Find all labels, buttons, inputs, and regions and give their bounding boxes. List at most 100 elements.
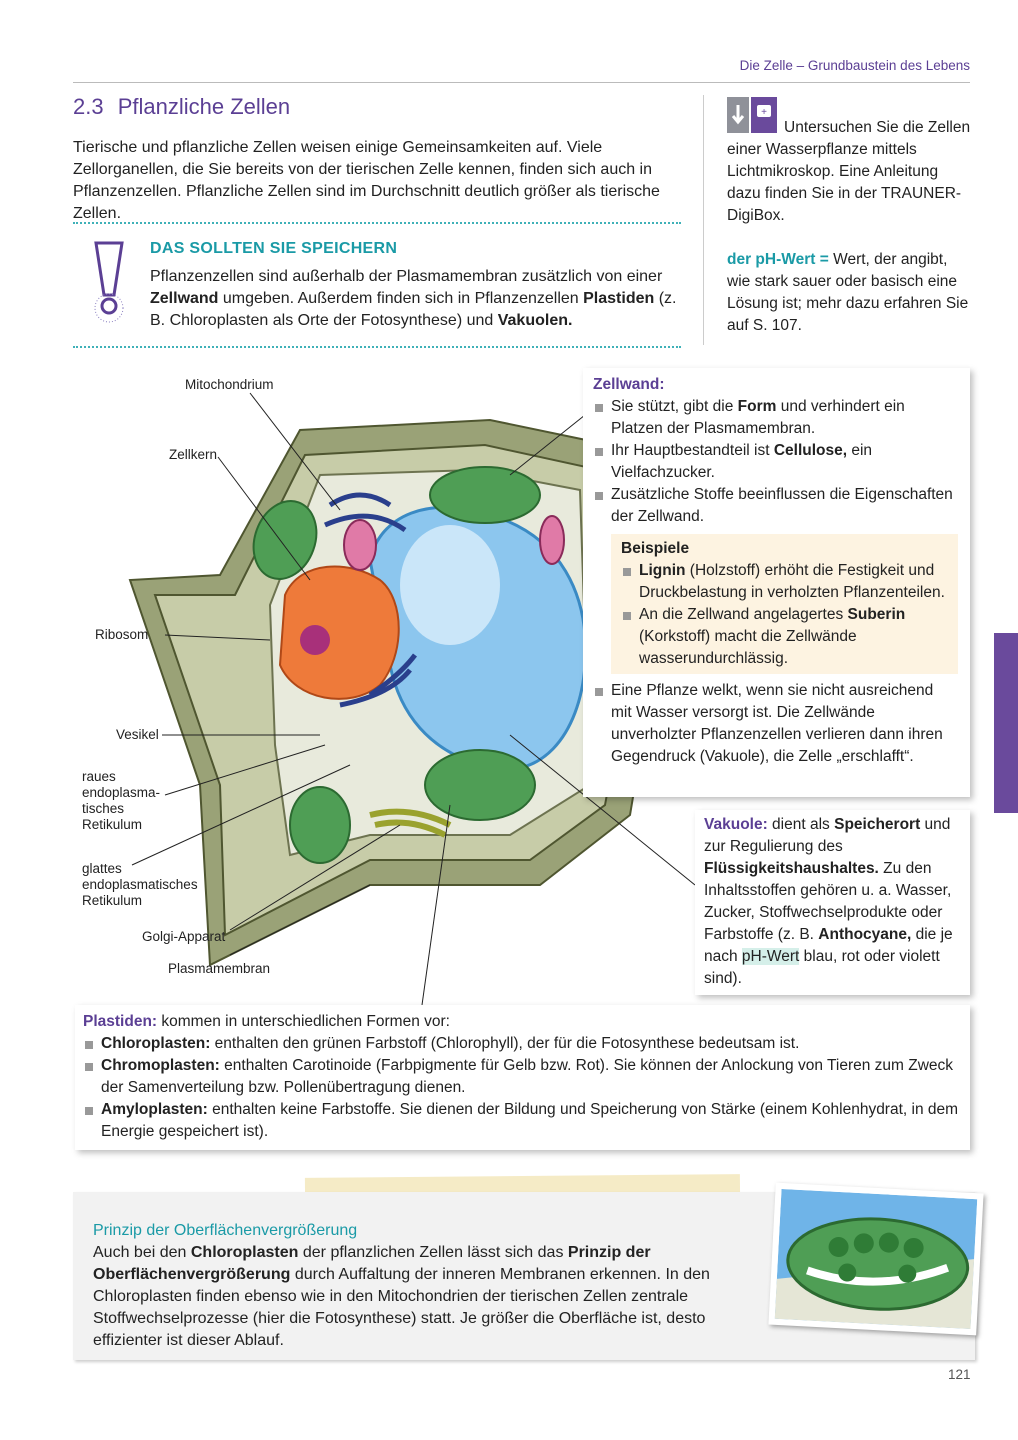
text-segment: Pflanzenzellen sind außerhalb der Plasma… (150, 268, 663, 285)
zellwand-list-last: Eine Pflanze welkt, wenn sie nicht ausre… (593, 680, 958, 768)
golgi-apparatus (369, 808, 452, 838)
label-plasmamembran: Plasmamembran (168, 961, 271, 976)
list-item: Zusätzliche Stoffe beeinflussen die Eige… (593, 484, 958, 528)
principle-title: Prinzip der Oberflächenvergrößerung (93, 1222, 358, 1239)
bold-term: Suberin (847, 606, 906, 623)
column-divider (703, 95, 704, 345)
sidebar-definition: der pH-Wert = Wert, der angibt, wie star… (727, 249, 972, 337)
intro-paragraph: Tierische und pflanzliche Zellen weisen … (73, 137, 683, 225)
bold-term: Prinzip der Oberflächenvergrößerung (93, 1244, 651, 1283)
text-segment: durch Auffaltung der inneren Membranen e… (93, 1266, 710, 1349)
text-segment: (z. B. Chloroplasten als Orte der Fotosy… (150, 290, 677, 329)
zellwand-title: Zellwand: (593, 376, 665, 393)
mitochondrion (343, 519, 377, 571)
bold-term: Speicherort (834, 816, 921, 833)
label-vesikel: Vesikel (116, 727, 159, 742)
chloroplasts (252, 466, 541, 864)
section-title-text: Pflanzliche Zellen (117, 94, 291, 119)
text-segment: Sie stützt, gibt die (611, 398, 738, 415)
text-segment: enthalten Carotinoide (Farbpigmente für … (101, 1057, 954, 1096)
vakuole-box: Vakuole: dient als Speicherort und zur R… (695, 810, 970, 995)
text-segment: der pflanzlichen Zellen lässt sich das (298, 1244, 568, 1261)
label-lines (131, 392, 696, 1005)
examples-list: Lignin (Holzstoff) erhöht die Festigkeit… (621, 560, 950, 670)
text-segment: An die Zellwand angelagertes (639, 606, 848, 623)
chapter-tab (994, 633, 1018, 813)
mitochondrion (539, 515, 565, 565)
bold-term: Plastiden (583, 290, 655, 307)
text-segment: (Korkstoff) macht die Zellwände wasserun… (639, 628, 857, 667)
text-segment: (Holzstoff) erhöht die Festigkeit und Dr… (639, 562, 945, 601)
section-number: 2.3 (73, 94, 104, 119)
examples-box: Beispiele Lignin (Holzstoff) erhöht die … (611, 534, 958, 674)
page-number: 121 (948, 1367, 971, 1382)
definition-term: der pH-Wert = (727, 251, 829, 268)
bold-term: Form (737, 398, 777, 415)
label-glattes-er: glattes endoplasmatisches Retikulum (82, 861, 198, 908)
digibox-icon: + (727, 97, 777, 133)
exclamation-icon (88, 240, 128, 325)
zellwand-box: Zellwand: Sie stützt, gibt die Form und … (583, 368, 970, 797)
chloroplast-photo (768, 1182, 984, 1336)
zellwand-list: Sie stützt, gibt die Form und verhindert… (593, 396, 958, 528)
plastiden-box: Plastiden: kommen in unterschiedlichen F… (75, 1005, 970, 1150)
text-segment: blau, rot oder violett sind). (704, 948, 940, 987)
list-item: Chloroplasten: enthalten den grünen Farb… (83, 1033, 960, 1055)
bold-term: Zellwand (150, 290, 219, 307)
bold-term: Flüssigkeitshaushaltes. (704, 860, 879, 877)
text-segment: Zusätzliche Stoffe beeinflussen die Eige… (611, 486, 953, 525)
highlighted-term: pH-Wert (741, 948, 800, 965)
nucleus (278, 565, 400, 700)
examples-title: Beispiele (621, 540, 690, 557)
text-segment: Eine Pflanze welkt, wenn sie nicht ausre… (611, 682, 943, 765)
list-item: Chromoplasten: enthalten Carotinoide (Fa… (83, 1055, 960, 1099)
principle-text: Auch bei den Chloroplasten der pflanzlic… (93, 1242, 748, 1352)
bold-term: Lignin (639, 562, 686, 579)
bold-term: Amyloplasten: (101, 1101, 208, 1118)
plastiden-intro: kommen in unterschiedlichen Formen vor: (157, 1013, 450, 1030)
list-item: Amyloplasten: enthalten keine Farbstoffe… (83, 1099, 960, 1143)
memo-text: Pflanzenzellen sind außerhalb der Plasma… (150, 266, 680, 332)
text-segment: Zu den Inhaltsstoffen gehören u. a. Wass… (704, 860, 952, 943)
header-rule (73, 82, 970, 83)
divider (73, 222, 681, 224)
memo-heading: DAS SOLLTEN SIE SPEICHERN (150, 240, 398, 257)
list-item: Ihr Hauptbestandteil ist Cellulose, ein … (593, 440, 958, 484)
running-title: Die Zelle – Grundbaustein des Lebens (739, 58, 970, 73)
text-segment: und verhindert ein Platzen der Plasmamem… (611, 398, 905, 437)
text-segment: umgeben. Außerdem finden sich in Pflanze… (218, 290, 584, 307)
list-item: Lignin (Holzstoff) erhöht die Festigkeit… (621, 560, 950, 604)
section-title: 2.3 Pflanzliche Zellen (73, 94, 290, 120)
vakuole-title: Vakuole: (704, 816, 768, 833)
label-golgi: Golgi-Apparat (142, 929, 226, 944)
label-mitochondrium: Mitochondrium (185, 377, 274, 392)
bold-term: Chloroplasten (190, 1244, 299, 1261)
bold-term: Chloroplasten: (101, 1035, 211, 1052)
definition-text: Wert, der angibt, wie stark sauer oder b… (727, 251, 969, 334)
plastiden-title: Plastiden: (83, 1013, 158, 1030)
bold-term: Vakuolen. (497, 312, 573, 329)
text-segment: dient als (767, 816, 835, 833)
text-segment: und zur Regulierung des (704, 816, 951, 855)
plastiden-list: Chloroplasten: enthalten den grünen Farb… (83, 1033, 960, 1143)
list-item: Sie stützt, gibt die Form und verhindert… (593, 396, 958, 440)
vakuole-text: Vakuole: dient als Speicherort und zur R… (704, 814, 962, 990)
text-segment: ein Vielfachzucker. (611, 442, 873, 481)
nucleolus (300, 625, 330, 655)
list-item: An die Zellwand angelagertes Suberin (Ko… (621, 604, 950, 670)
divider (73, 346, 681, 348)
label-raues-er: raues endoplasma-tisches Retikulum (82, 769, 161, 832)
label-zellkern: Zellkern (169, 447, 218, 462)
sidebar-task: Untersuchen Sie die Zellen einer Wasserp… (727, 117, 972, 227)
bold-term: Chromoplasten: (101, 1057, 220, 1074)
vakuole-description: dient als Speicherort und zur Regulierun… (704, 816, 953, 987)
text-segment: Auch bei den (93, 1244, 191, 1261)
text-segment: die je nach (704, 926, 953, 965)
task-text: Untersuchen Sie die Zellen einer Wasserp… (727, 119, 971, 224)
text-segment: enthalten keine Farbstoffe. Sie dienen d… (101, 1101, 959, 1140)
svg-text:+: + (761, 107, 767, 118)
text-segment: Ihr Hauptbestandteil ist (611, 442, 774, 459)
bold-term: Cellulose, (773, 442, 848, 459)
bold-term: Anthocyane, (818, 926, 912, 943)
rough-er (323, 492, 417, 708)
